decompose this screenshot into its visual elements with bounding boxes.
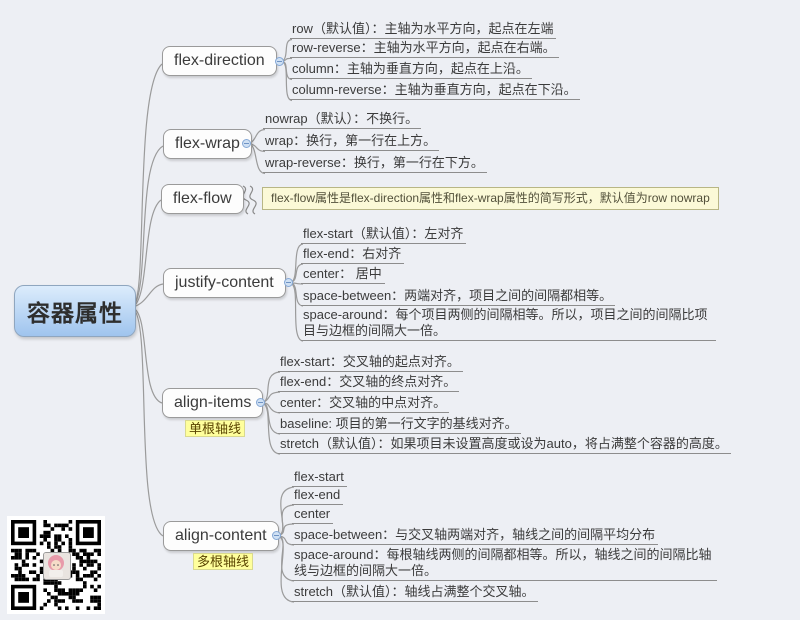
collapse-icon[interactable]: [242, 139, 251, 148]
leaf-topic[interactable]: flex-start: [292, 469, 347, 487]
qr-avatar: [43, 552, 71, 580]
topic-label: flex-flow: [173, 190, 232, 207]
leaf-topic[interactable]: row（默认值）：主轴为水平方向，起点在左端: [290, 21, 557, 39]
leaf-topic[interactable]: column-reverse：主轴为垂直方向，起点在下沿。: [290, 82, 580, 100]
leaf-topic[interactable]: flex-end：交叉轴的终点对齐。: [278, 374, 460, 392]
collapse-icon[interactable]: [272, 531, 281, 540]
leaf-topic[interactable]: nowrap（默认）：不换行。: [263, 111, 422, 129]
topic-label: align-items: [174, 394, 252, 411]
leaf-topic[interactable]: flex-start：交叉轴的起点对齐。: [278, 354, 463, 372]
collapse-icon[interactable]: [275, 57, 284, 66]
topic-label: flex-direction: [174, 52, 265, 69]
topic-tag-single-axis: 单根轴线: [185, 420, 246, 437]
topic-flex-flow[interactable]: flex-flow: [161, 184, 244, 214]
leaf-topic[interactable]: row-reverse：主轴为水平方向，起点在右端。: [290, 40, 559, 58]
leaf-topic[interactable]: stretch（默认值）：如果项目未设置高度或设为auto，将占满整个容器的高度…: [278, 436, 731, 454]
leaf-topic[interactable]: center： 居中: [301, 266, 385, 284]
leaf-topic[interactable]: stretch（默认值）：轴线占满整个交叉轴。: [292, 584, 538, 602]
spine-curves: [132, 63, 164, 537]
leaf-topic[interactable]: flex-end: [292, 487, 344, 505]
leaf-topic[interactable]: center：交叉轴的中点对齐。: [278, 395, 450, 413]
leaf-topic[interactable]: wrap-reverse：换行，第一行在下方。: [263, 155, 487, 173]
leaf-topic[interactable]: space-around：每个项目两侧的间隔相等。所以，项目之间的间隔比项目与边…: [301, 307, 716, 341]
topic-align-content[interactable]: align-content: [163, 521, 279, 551]
collapse-icon[interactable]: [256, 398, 265, 407]
callout-squiggle: [242, 185, 257, 215]
topic-label: flex-wrap: [175, 135, 240, 152]
leaf-topic[interactable]: space-between：与交叉轴两端对齐，轴线之间的间隔平均分布: [292, 527, 659, 545]
leaf-topic[interactable]: space-between：两端对齐，项目之间的间隔都相等。: [301, 288, 616, 306]
topic-justify-content[interactable]: justify-content: [163, 268, 286, 298]
topic-tag-multi-axis: 多根轴线: [193, 553, 254, 570]
topic-align-items[interactable]: align-items: [162, 388, 264, 418]
leaf-topic[interactable]: wrap：换行，第一行在上方。: [263, 133, 440, 151]
leaf-topic[interactable]: flex-start（默认值）：左对齐: [301, 226, 467, 244]
leaf-topic[interactable]: space-around：每根轴线两侧的间隔都相等。所以，轴线之间的间隔比轴线与…: [292, 547, 717, 581]
topic-label: justify-content: [175, 274, 274, 291]
root-topic-label: 容器属性: [27, 300, 123, 326]
leaf-topic[interactable]: baseline: 项目的第一行文字的基线对齐。: [278, 416, 521, 434]
leaf-topic[interactable]: center: [292, 506, 334, 524]
leaf-topic[interactable]: flex-end：右对齐: [301, 246, 405, 264]
topic-flex-direction[interactable]: flex-direction: [162, 46, 277, 76]
topic-flex-wrap[interactable]: flex-wrap: [163, 129, 252, 159]
collapse-icon[interactable]: [284, 278, 293, 287]
topic-label: align-content: [175, 527, 267, 544]
flex-flow-note[interactable]: flex-flow属性是flex-direction属性和flex-wrap属性…: [262, 187, 719, 210]
root-topic[interactable]: 容器属性: [14, 285, 136, 337]
leaf-topic[interactable]: column：主轴为垂直方向，起点在上沿。: [290, 61, 532, 79]
